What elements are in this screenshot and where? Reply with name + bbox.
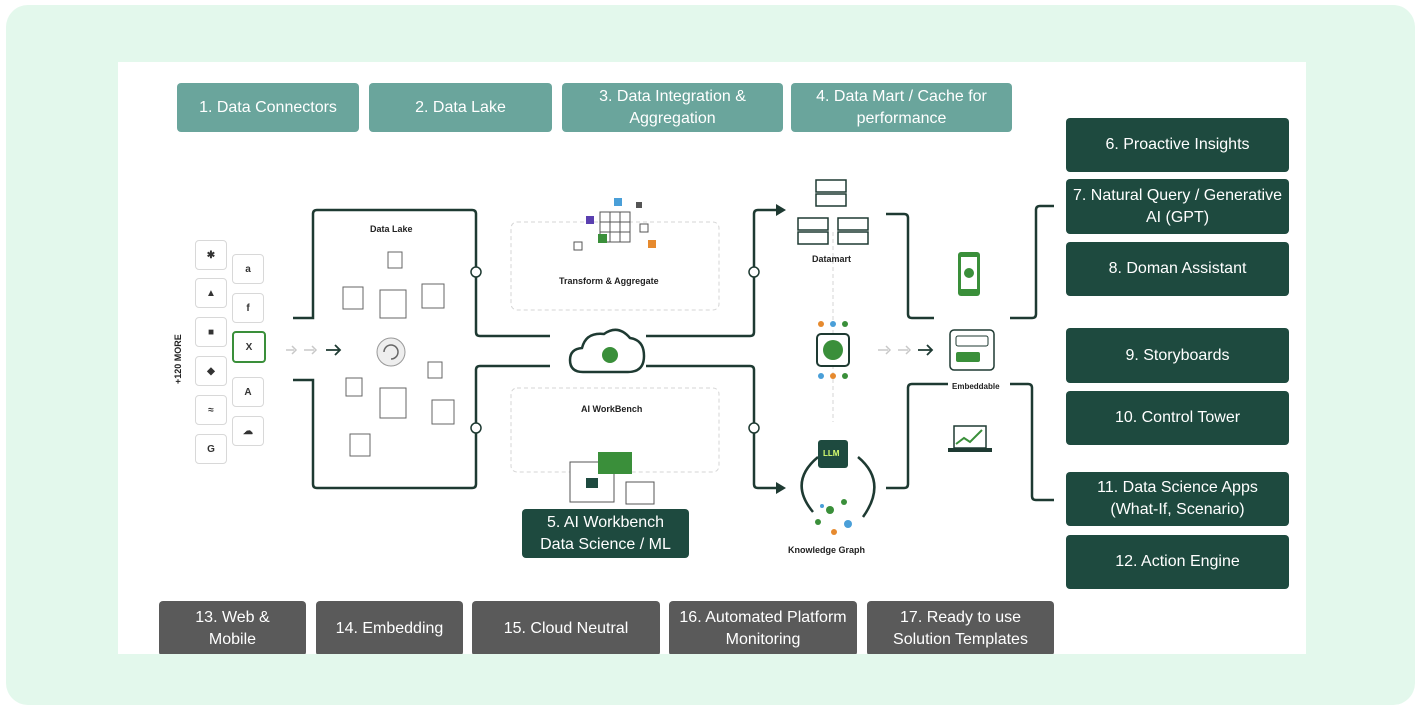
source-amazon-icon: a — [232, 254, 264, 284]
step-action-engine: 12. Action Engine — [1066, 535, 1289, 589]
embeddable-label: Embeddable — [952, 382, 1000, 391]
source-salesforce-icon: ☁ — [232, 416, 264, 446]
more-sources-label: +120 MORE — [173, 334, 183, 384]
source-facebook-icon: f — [232, 293, 264, 323]
source-adobe-icon: A — [232, 377, 264, 407]
step-natural-query: 7. Natural Query / Generative AI (GPT) — [1066, 179, 1289, 234]
step-cloud-neutral: 15. Cloud Neutral — [472, 601, 660, 654]
datamart-label: Datamart — [812, 254, 852, 264]
step-data-lake: 2. Data Lake — [369, 83, 552, 132]
source-excel-icon: X — [232, 331, 266, 363]
step-control-tower: 10. Control Tower — [1066, 391, 1289, 445]
source-amazon-ads-icon: ≈ — [195, 395, 227, 425]
step-storyboards: 9. Storyboards — [1066, 328, 1289, 383]
llm-label: LLM — [823, 449, 840, 458]
step-solution-templates: 17. Ready to use Solution Templates — [867, 601, 1054, 654]
step-embedding: 14. Embedding — [316, 601, 463, 654]
source-slack-icon: ✱ — [195, 240, 227, 270]
step-proactive-insights: 6. Proactive Insights — [1066, 118, 1289, 172]
source-sap-icon: ■ — [195, 317, 227, 347]
transform-label: Transform & Aggregate — [559, 276, 659, 286]
ai-workbench-label: AI WorkBench — [581, 404, 643, 414]
source-google-analytics-icon: ▲ — [195, 278, 227, 308]
step-data-integration: 3. Data Integration & Aggregation — [562, 83, 783, 132]
source-shopify-icon: ◆ — [195, 356, 227, 386]
step-web-mobile: 13. Web & Mobile — [159, 601, 306, 654]
architecture-slide: 1. Data Connectors 2. Data Lake 3. Data … — [118, 62, 1306, 654]
knowledge-graph-label: Knowledge Graph — [788, 545, 866, 555]
step-data-mart: 4. Data Mart / Cache for performance — [791, 83, 1012, 132]
step-automated-monitoring: 16. Automated Platform Monitoring — [669, 601, 857, 654]
step-data-connectors: 1. Data Connectors — [177, 83, 359, 132]
source-google-icon: G — [195, 434, 227, 464]
step-ai-workbench: 5. AI Workbench Data Science / ML — [522, 509, 689, 558]
step-data-science-apps: 11. Data Science Apps (What-If, Scenario… — [1066, 472, 1289, 526]
step-domain-assistant: 8. Doman Assistant — [1066, 242, 1289, 296]
flow-lines — [286, 179, 1054, 535]
data-lake-label: Data Lake — [370, 224, 413, 234]
